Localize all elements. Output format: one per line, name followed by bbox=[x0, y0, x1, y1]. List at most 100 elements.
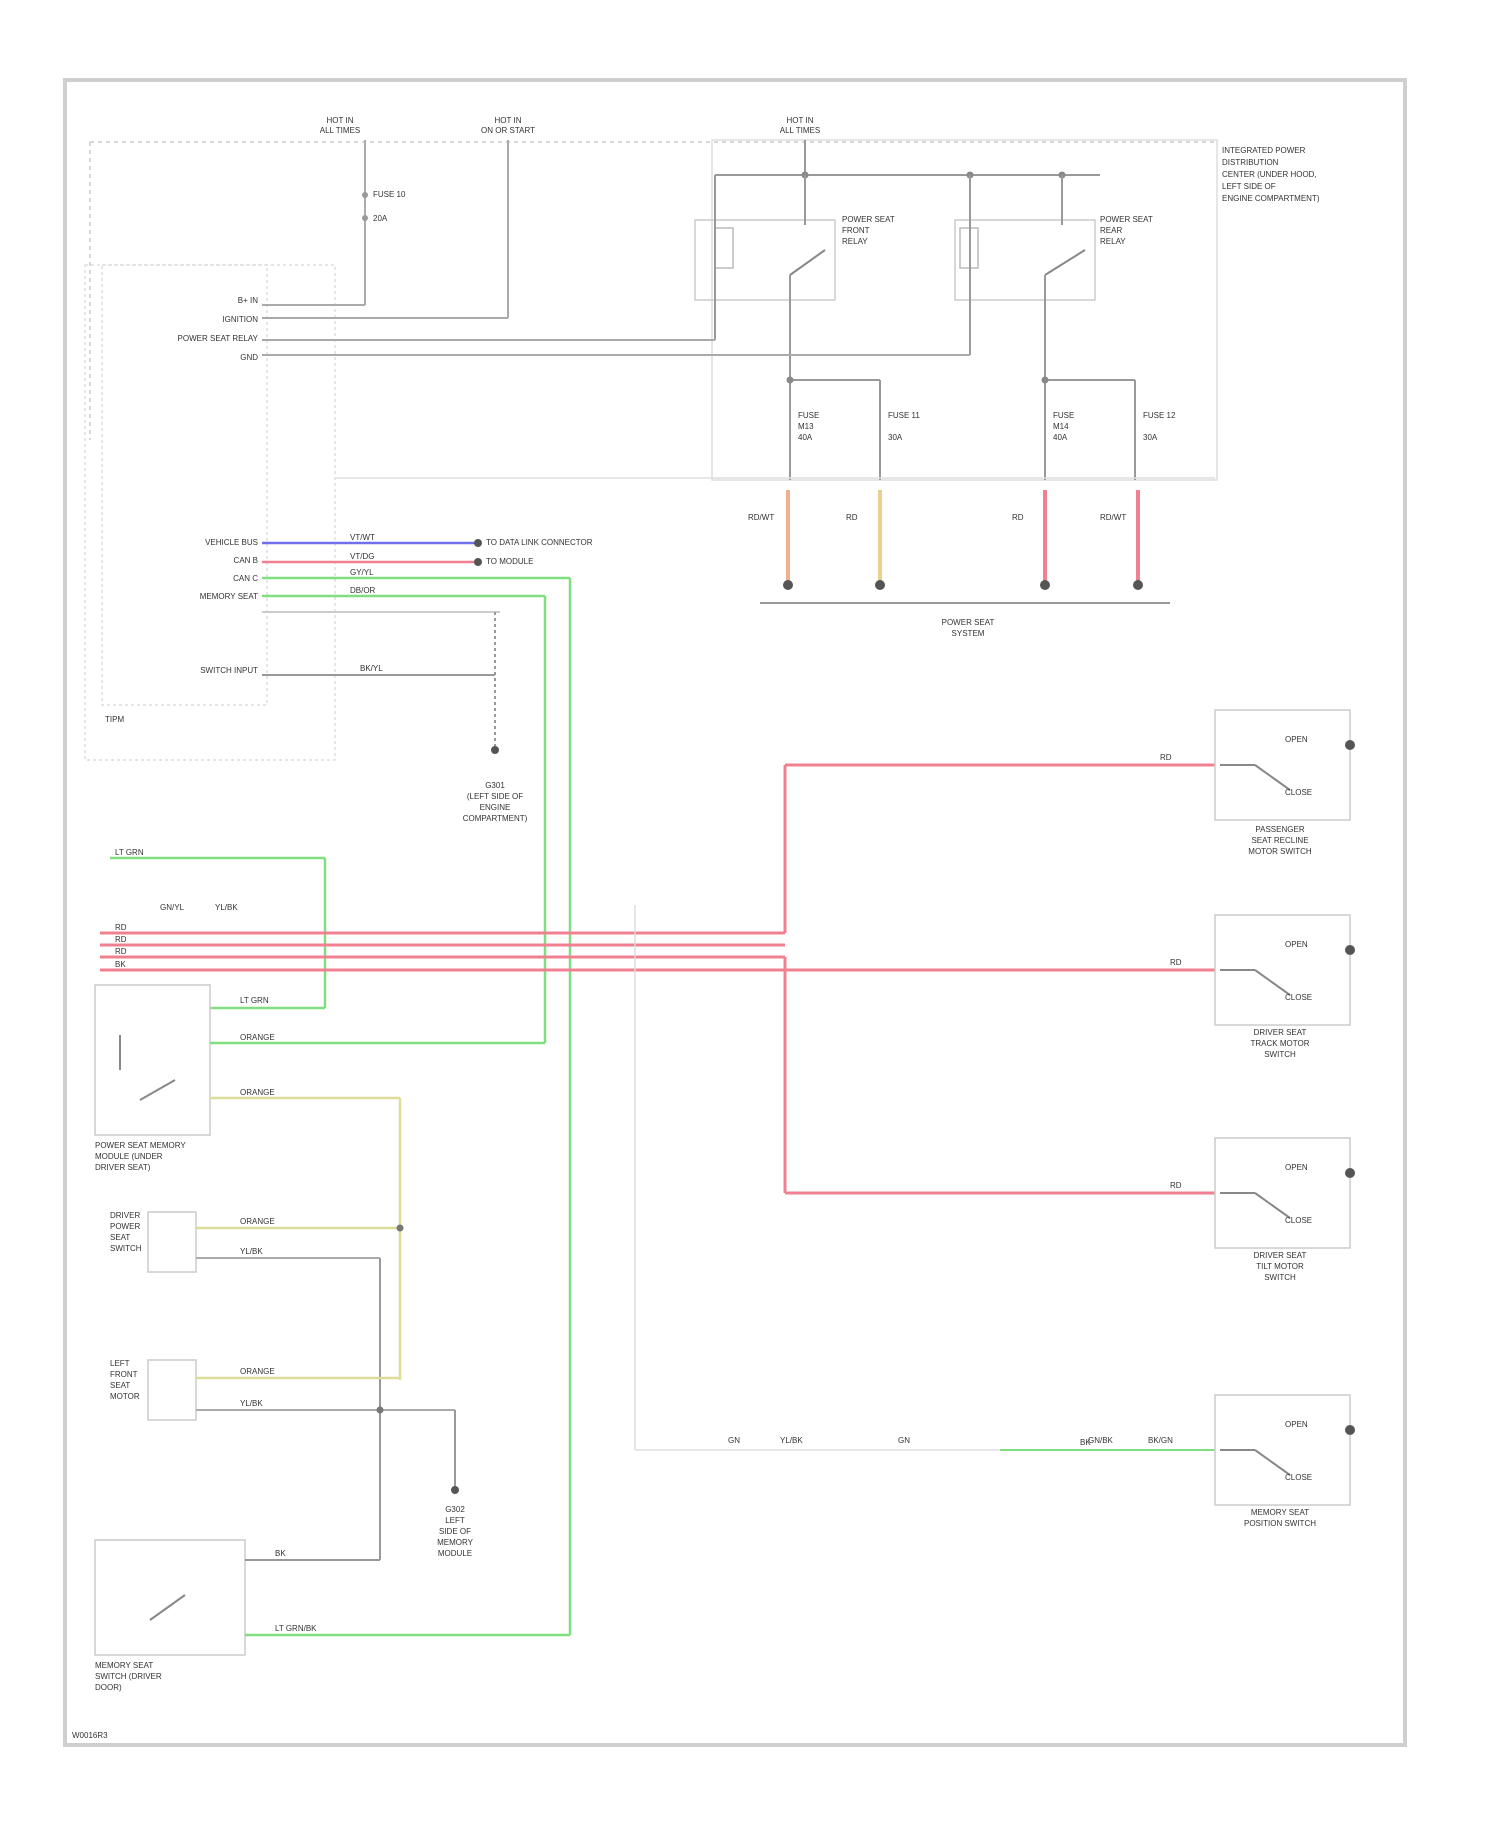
mem-switch-wire-1: BK bbox=[275, 1549, 286, 1558]
left-front-seat-motor: ORANGE YL/BK LEFT FRONT SEAT MOTOR bbox=[110, 1359, 459, 1494]
pdc-title: INTEGRATED POWER DISTRIBUTION CENTER (UN… bbox=[1222, 146, 1320, 203]
motor-name-2: FRONT bbox=[110, 1370, 138, 1379]
bottom-wire-labels: GN YL/BK GN GN/BK BK/GN bbox=[728, 1436, 1173, 1445]
pdc-title-line4: LEFT SIDE OF bbox=[1222, 182, 1276, 191]
bottom-label-5: BK/GN bbox=[1148, 1436, 1173, 1445]
power-source-3: HOT IN ALL TIMES bbox=[780, 116, 820, 135]
relay-2-label-line2: REAR bbox=[1100, 226, 1122, 235]
bottom-label-3: GN bbox=[898, 1436, 910, 1445]
relay-2-contact bbox=[1045, 250, 1085, 275]
pin-mid-1: VEHICLE BUS bbox=[205, 538, 258, 547]
switch-2-name-1: DRIVER SEAT bbox=[1254, 1028, 1307, 1037]
g302-line1: G302 bbox=[445, 1505, 465, 1514]
harness-mid-label-1: GN/YL bbox=[160, 903, 185, 912]
switch-2-name-3: SWITCH bbox=[1264, 1050, 1296, 1059]
seat-switch-name-2: POWER bbox=[110, 1222, 140, 1231]
fuse-main-terminal bbox=[362, 192, 368, 198]
relay-2-label-line3: RELAY bbox=[1100, 237, 1126, 246]
bottom-label-4: GN/BK bbox=[1088, 1436, 1114, 1445]
switch-3-open: OPEN bbox=[1285, 1163, 1308, 1172]
tipm-inner-box bbox=[102, 265, 267, 705]
power-source-2-line1: HOT IN bbox=[495, 116, 522, 125]
fuse-d-line1: FUSE 12 bbox=[1143, 411, 1176, 420]
motor-wire-1: ORANGE bbox=[240, 1367, 275, 1376]
switch-2-wire: RD bbox=[1170, 958, 1182, 967]
switch-2-open: OPEN bbox=[1285, 940, 1308, 949]
g302-line4: MEMORY bbox=[437, 1538, 474, 1547]
pdc-wire-label-4: RD/WT bbox=[1100, 513, 1126, 522]
harness-label-3: RD bbox=[115, 935, 127, 944]
pdc-wire-label-3: RD bbox=[1012, 513, 1024, 522]
relay-2-box bbox=[955, 220, 1095, 300]
fuse-a-line3: 40A bbox=[798, 433, 813, 442]
ground-g301: G301 (LEFT SIDE OF ENGINE COMPARTMENT) bbox=[463, 781, 528, 823]
bottom-label-2: YL/BK bbox=[780, 1436, 803, 1445]
g302-line3: SIDE OF bbox=[439, 1527, 471, 1536]
switch-4-close: CLOSE bbox=[1285, 1473, 1312, 1482]
harness-label-1: LT GRN bbox=[115, 848, 144, 857]
seat-switch-name-4: SWITCH bbox=[110, 1244, 142, 1253]
pin-mid-2: CAN B bbox=[234, 556, 258, 565]
relay-1-label-line2: FRONT bbox=[842, 226, 870, 235]
memory-module-box bbox=[95, 985, 210, 1135]
g301-line3: ENGINE bbox=[480, 803, 511, 812]
power-source-1-line2: ALL TIMES bbox=[320, 126, 360, 135]
pdc-wire-label-2: RD bbox=[846, 513, 858, 522]
pin-top-1: B+ IN bbox=[238, 296, 258, 305]
motor-name-3: SEAT bbox=[110, 1381, 130, 1390]
relay-2-label-line1: POWER SEAT bbox=[1100, 215, 1153, 224]
power-source-1: HOT IN ALL TIMES bbox=[320, 116, 360, 135]
harness-label-4: RD bbox=[115, 947, 127, 956]
pdc-title-line3: CENTER (UNDER HOOD, bbox=[1222, 170, 1317, 179]
harness-label-2: RD bbox=[115, 923, 127, 932]
mem-switch-name-1: MEMORY SEAT bbox=[95, 1661, 153, 1670]
switch-2-name-2: TRACK MOTOR bbox=[1251, 1039, 1310, 1048]
power-source-1-line1: HOT IN bbox=[327, 116, 354, 125]
switch-3-close: CLOSE bbox=[1285, 1216, 1312, 1225]
fuse-b-line2: 30A bbox=[888, 433, 903, 442]
switch-1-name-1: PASSENGER bbox=[1255, 825, 1304, 834]
to-upper-label: TO DATA LINK CONNECTOR bbox=[486, 538, 593, 547]
pin-bottom: SWITCH INPUT bbox=[200, 666, 258, 675]
g302-line2: LEFT bbox=[445, 1516, 465, 1525]
g301-line1: G301 bbox=[485, 781, 505, 790]
fuse-c-line3: 40A bbox=[1053, 433, 1068, 442]
fuse-a-line2: M13 bbox=[798, 422, 814, 431]
power-source-3-line1: HOT IN bbox=[787, 116, 814, 125]
memory-name-3: DRIVER SEAT) bbox=[95, 1163, 151, 1172]
memory-wire-3: ORANGE bbox=[240, 1088, 275, 1097]
fuse-c-line2: M14 bbox=[1053, 422, 1069, 431]
harness-label-5: BK bbox=[115, 960, 126, 969]
memory-wire-1: LT GRN bbox=[240, 996, 269, 1005]
seat-switch-wire-1: ORANGE bbox=[240, 1217, 275, 1226]
switch-2: OPEN CLOSE RD DRIVER SEAT TRACK MOTOR SW… bbox=[1170, 915, 1355, 1059]
pdc-title-line5: ENGINE COMPARTMENT) bbox=[1222, 194, 1320, 203]
g301-line4: COMPARTMENT) bbox=[463, 814, 528, 823]
relay-1-contact bbox=[790, 250, 825, 275]
switch-1-name-3: MOTOR SWITCH bbox=[1248, 847, 1312, 856]
seat-switch-name-1: DRIVER bbox=[110, 1211, 140, 1220]
driver-power-seat-switch: ORANGE YL/BK DRIVER POWER SEAT SWITCH bbox=[110, 1211, 404, 1560]
relay-1-label-line1: POWER SEAT bbox=[842, 215, 895, 224]
switch-3-name-1: DRIVER SEAT bbox=[1254, 1251, 1307, 1260]
memory-name-2: MODULE (UNDER bbox=[95, 1152, 163, 1161]
mem-switch-name-3: DOOR) bbox=[95, 1683, 122, 1692]
ground-wire-label: BK/YL bbox=[360, 664, 383, 673]
switch-4-name-1: MEMORY SEAT bbox=[1251, 1508, 1309, 1517]
memory-seat-switch: BK LT GRN/BK MEMORY SEAT SWITCH (DRIVER … bbox=[95, 1540, 570, 1692]
pdc-wire-label-1: RD/WT bbox=[748, 513, 774, 522]
wire-label-3: GY/YL bbox=[350, 568, 374, 577]
fuse-b-line1: FUSE 11 bbox=[888, 411, 920, 420]
switch-4-name-2: POSITION SWITCH bbox=[1244, 1519, 1316, 1528]
switch-2-close: CLOSE bbox=[1285, 993, 1312, 1002]
switch-4-open: OPEN bbox=[1285, 1420, 1308, 1429]
tipm-mid-pins: VEHICLE BUS CAN B CAN C MEMORY SEAT SWIT… bbox=[200, 533, 593, 1635]
power-source-2: HOT IN ON OR START bbox=[481, 116, 535, 135]
switch-4: OPEN CLOSE BK MEMORY SEAT POSITION SWITC… bbox=[1080, 1395, 1355, 1528]
wire-label-2: VT/DG bbox=[350, 552, 374, 561]
g302-line5: MODULE bbox=[438, 1549, 472, 1558]
seat-switch-wire-2: YL/BK bbox=[240, 1247, 263, 1256]
switch-1-name-2: SEAT RECLINE bbox=[1251, 836, 1308, 845]
harness-mid-label-2: YL/BK bbox=[215, 903, 238, 912]
switch-1-wire: RD bbox=[1160, 753, 1172, 762]
